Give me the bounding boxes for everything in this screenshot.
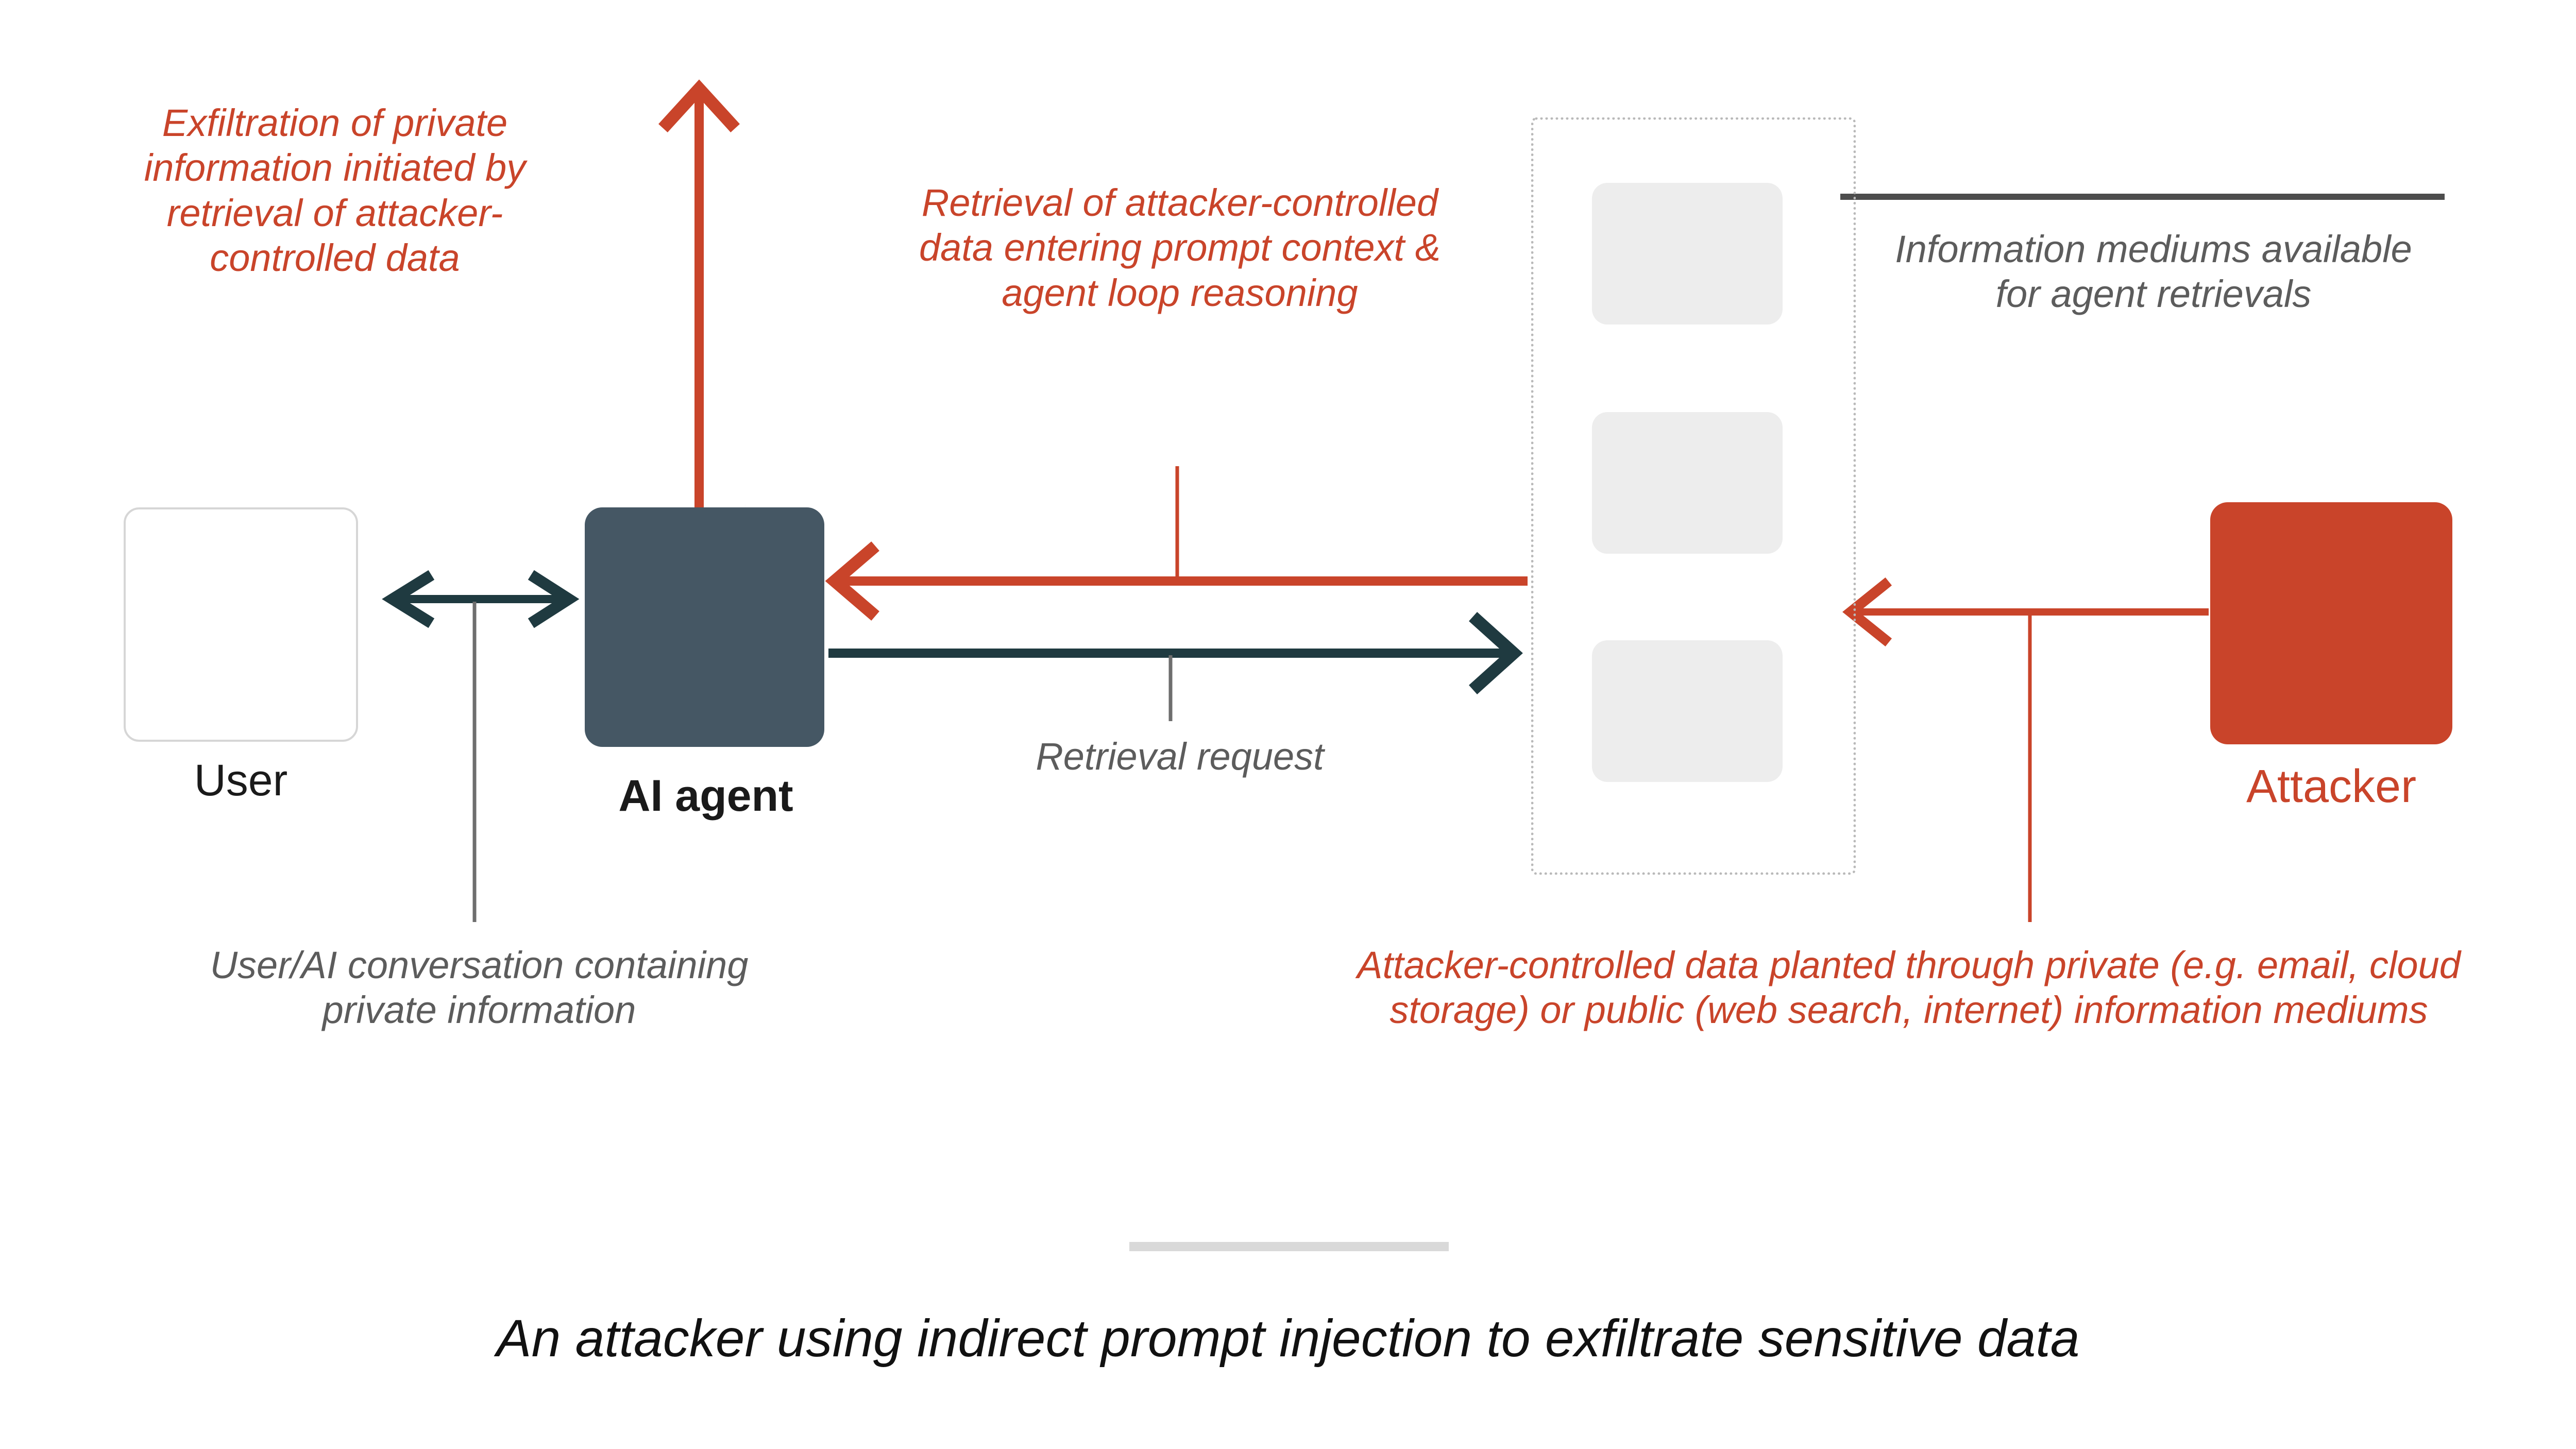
annotation-retrieval-context: Retrieval of attacker-controlled data en… xyxy=(919,181,1440,314)
arrow-attacker-to-mediums xyxy=(1842,577,2209,647)
annotation-exfiltration: Exfiltration of private information init… xyxy=(144,101,526,279)
information-mediums-container xyxy=(1531,117,1856,875)
annotation-retrieval-request: Retrieval request xyxy=(1036,735,1324,778)
attacker-node-label: Attacker xyxy=(2246,761,2417,812)
arrow-exfiltration xyxy=(658,79,740,507)
user-node[interactable] xyxy=(124,507,358,742)
medium-tile-web-search[interactable] xyxy=(1592,640,1783,782)
medium-tile-email[interactable] xyxy=(1592,183,1783,325)
arrow-data-to-agent xyxy=(825,541,1528,621)
arrow-user-agent xyxy=(382,570,580,628)
ai-agent-node[interactable] xyxy=(585,507,824,747)
user-node-label: User xyxy=(194,756,288,805)
medium-tile-cloud-storage[interactable] xyxy=(1592,412,1783,554)
diagram-caption: An attacker using indirect prompt inject… xyxy=(496,1309,2080,1368)
annotation-information-mediums: Information mediums available for agent … xyxy=(1895,228,2412,316)
arrow-retrieval-request xyxy=(828,612,1523,694)
annotation-user-conversation: User/AI conversation containing private … xyxy=(210,944,749,1032)
ai-agent-node-label: AI agent xyxy=(618,771,793,821)
attacker-node[interactable] xyxy=(2210,502,2452,744)
annotation-planted-data: Attacker-controlled data planted through… xyxy=(1357,944,2461,1032)
